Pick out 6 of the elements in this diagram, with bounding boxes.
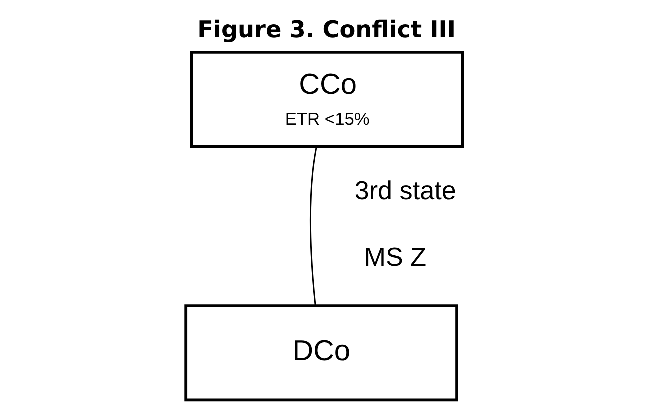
diagram-title: Figure 3. Conflict III [198, 16, 456, 44]
node-box: CCo ETR <15% [190, 50, 464, 148]
label: MS Z [364, 242, 427, 272]
connector [310, 146, 318, 306]
label: 3rd state [354, 174, 456, 205]
node-box: DCo [184, 304, 458, 402]
